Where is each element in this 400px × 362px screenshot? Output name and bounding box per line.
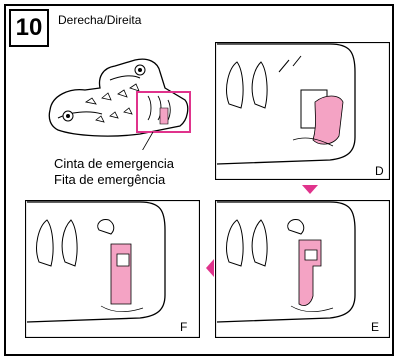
panel-f: F [25, 200, 200, 338]
panel-e-letter: E [371, 320, 380, 334]
callout-label-es: Cinta de emergencia [54, 156, 174, 171]
seat-overview-illustration [40, 40, 200, 150]
callout-label-pt: Fita de emergência [54, 172, 166, 187]
side-label: Derecha/Direita [58, 13, 142, 27]
panel-f-letter: F [180, 320, 188, 334]
arrow-left-icon [206, 259, 214, 277]
step-number: 10 [9, 9, 49, 47]
arrow-down-icon [302, 185, 318, 194]
panel-e: E [215, 200, 390, 338]
panel-d: D [215, 42, 390, 180]
panel-d-letter: D [375, 164, 384, 178]
